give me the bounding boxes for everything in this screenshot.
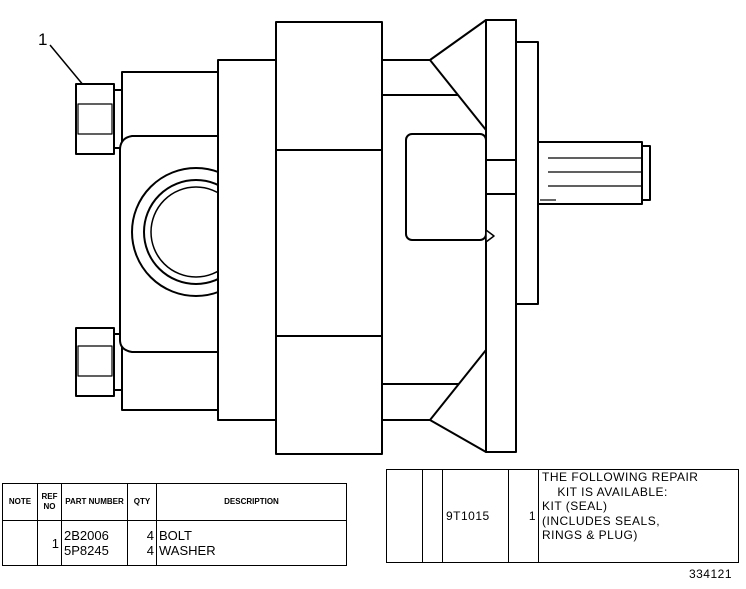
qty-cell: 4 4 [127,520,157,566]
ref-cell: 1 [37,520,62,566]
qty-1: 4 [146,528,154,543]
part-number-cell: 2B2006 5P8245 [61,520,128,566]
callout-1: 1 [38,30,48,49]
bolt-upper [75,83,122,155]
header-note: NOTE [2,483,38,521]
parts-header-row: NOTE REF NO PART NUMBER QTY DESCRIPTION [2,483,347,521]
ref-1: 1 [51,535,59,551]
note-cell [2,520,38,566]
repair-kit-table: 9T1015 1 THE FOLLOWING REPAIR KIT IS AVA… [386,469,739,563]
illustration-number: 334121 [688,567,732,581]
drive-shaft [537,141,651,205]
description-2: WASHER [159,543,216,558]
header-part-number: PART NUMBER [61,483,128,521]
kit-part-number: 9T1015 [442,469,509,563]
kit-note-cell [386,469,423,563]
description-1: BOLT [159,528,192,543]
header-qty: QTY [127,483,157,521]
qty-2: 4 [146,543,154,558]
parts-body-row: 1 2B2006 5P8245 4 4 BOLT WASHER [2,520,347,566]
pump-drawing [49,19,651,455]
parts-table: NOTE REF NO PART NUMBER QTY DESCRIPTION … [2,483,347,566]
part-number-2: 5P8245 [64,543,109,558]
header-ref-no: REF NO [37,483,62,521]
kit-ref-cell [422,469,443,563]
bolt-lower [75,327,122,397]
part-number-1: 2B2006 [64,528,109,543]
description-cell: BOLT WASHER [156,520,347,566]
kit-row: 9T1015 1 THE FOLLOWING REPAIR KIT IS AVA… [386,469,739,563]
header-description: DESCRIPTION [156,483,347,521]
kit-qty: 1 [508,469,539,563]
kit-description: THE FOLLOWING REPAIR KIT IS AVAILABLE: K… [538,469,739,563]
